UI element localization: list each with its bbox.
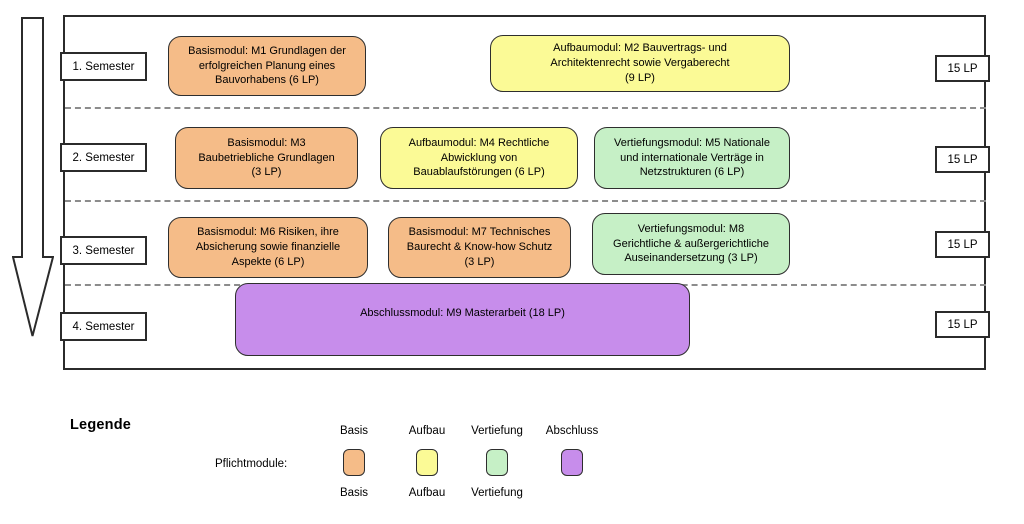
legend-top-label-aufbau: Aufbau <box>408 425 446 437</box>
credits-box-1: 15 LP <box>935 55 990 82</box>
module-m9: Abschlussmodul: M9 Masterarbeit (18 LP) <box>235 283 690 356</box>
legend-column-abschluss: Abschluss <box>532 425 612 487</box>
legend-swatch-vertiefung <box>486 449 508 476</box>
module-m7-line: (3 LP) <box>464 255 495 268</box>
module-m6: Basismodul: M6 Risiken, ihre Absicherung… <box>168 217 368 278</box>
semester-label-3: 3. Semester <box>60 236 147 265</box>
module-m8-line: Auseinandersetzung (3 LP) <box>624 252 758 265</box>
module-m8-line: Gerichtliche & außergerichtliche <box>613 237 769 250</box>
module-m2: Aufbaumodul: M2 Bauvertrags- und Archite… <box>490 35 790 92</box>
legend-top-label-basis: Basis <box>339 425 369 437</box>
module-m7: Basismodul: M7 Technisches Baurecht & Kn… <box>388 217 571 278</box>
module-m7-line: Baurecht & Know-how Schutz <box>406 241 553 254</box>
module-m7-line: Basismodul: M7 Technisches <box>408 226 551 239</box>
legend-row-label: Pflichtmodule: <box>215 458 288 470</box>
legend-title: Legende <box>70 417 132 433</box>
legend-column-vertiefung: Vertiefung Vertiefung <box>457 425 537 499</box>
legend-top-label-vertiefung: Vertiefung <box>471 425 523 437</box>
legend-bottom-label-vertiefung: Vertiefung <box>471 487 523 499</box>
module-m4-line: Aufbaumodul: M4 Rechtliche <box>408 136 550 149</box>
down-arrow-icon <box>12 17 54 337</box>
credits-box-4: 15 LP <box>935 311 990 338</box>
legend-bottom-label-basis: Basis <box>339 487 369 499</box>
semester-label-4: 4. Semester <box>60 312 147 341</box>
module-m3-line: Basismodul: M3 <box>227 136 306 149</box>
legend-swatch-aufbau <box>416 449 438 476</box>
module-m4: Aufbaumodul: M4 Rechtliche Abwicklung vo… <box>380 127 578 189</box>
module-m2-line: Aufbaumodul: M2 Bauvertrags- und <box>553 42 727 55</box>
module-m3-line: Baubetriebliche Grundlagen <box>198 151 335 164</box>
legend-column-basis: Basis Basis <box>314 425 394 499</box>
module-m2-line: (9 LP) <box>625 71 655 84</box>
module-m8: Vertiefungsmodul: M8 Gerichtliche & auße… <box>592 213 790 275</box>
legend-swatch-abschluss <box>561 449 583 476</box>
module-m2-line: Architektenrecht sowie Vergaberecht <box>550 57 730 70</box>
legend-column-aufbau: Aufbau Aufbau <box>387 425 467 499</box>
module-m3: Basismodul: M3 Baubetriebliche Grundlage… <box>175 127 358 189</box>
module-m5-line: Vertiefungsmodul: M5 Nationale <box>614 136 770 149</box>
module-m6-line: Aspekte (6 LP) <box>231 255 305 268</box>
credits-box-3: 15 LP <box>935 231 990 258</box>
module-m1-line: Bauvorhabens (6 LP) <box>215 74 319 87</box>
module-m4-line: Abwicklung von <box>440 151 518 164</box>
module-m9-line: Abschlussmodul: M9 Masterarbeit (18 LP) <box>360 307 565 319</box>
module-m5-line: und internationale Verträge in <box>620 151 764 164</box>
module-m4-line: Bauablaufstörungen (6 LP) <box>413 166 545 179</box>
semester-label-1: 1. Semester <box>60 52 147 81</box>
module-m3-line: (3 LP) <box>251 166 282 179</box>
module-m6-line: Absicherung sowie finanzielle <box>195 241 341 254</box>
semester-separator <box>65 200 986 202</box>
credits-box-2: 15 LP <box>935 146 990 173</box>
module-m1: Basismodul: M1 Grundlagen der erfolgreic… <box>168 36 366 96</box>
legend-top-label-abschluss: Abschluss <box>545 425 599 437</box>
module-m5-line: Netzstrukturen (6 LP) <box>639 166 745 179</box>
module-m1-line: erfolgreichen Planung eines <box>198 59 336 72</box>
module-m8-line: Vertiefungsmodul: M8 <box>637 222 745 235</box>
semester-separator <box>65 107 986 109</box>
legend-swatch-basis <box>343 449 365 476</box>
module-m5: Vertiefungsmodul: M5 Nationale und inter… <box>594 127 790 189</box>
module-m1-line: Basismodul: M1 Grundlagen der <box>188 44 346 57</box>
semester-label-2: 2. Semester <box>60 143 147 172</box>
legend-bottom-label-aufbau: Aufbau <box>408 487 446 499</box>
module-m6-line: Basismodul: M6 Risiken, ihre <box>197 226 339 239</box>
